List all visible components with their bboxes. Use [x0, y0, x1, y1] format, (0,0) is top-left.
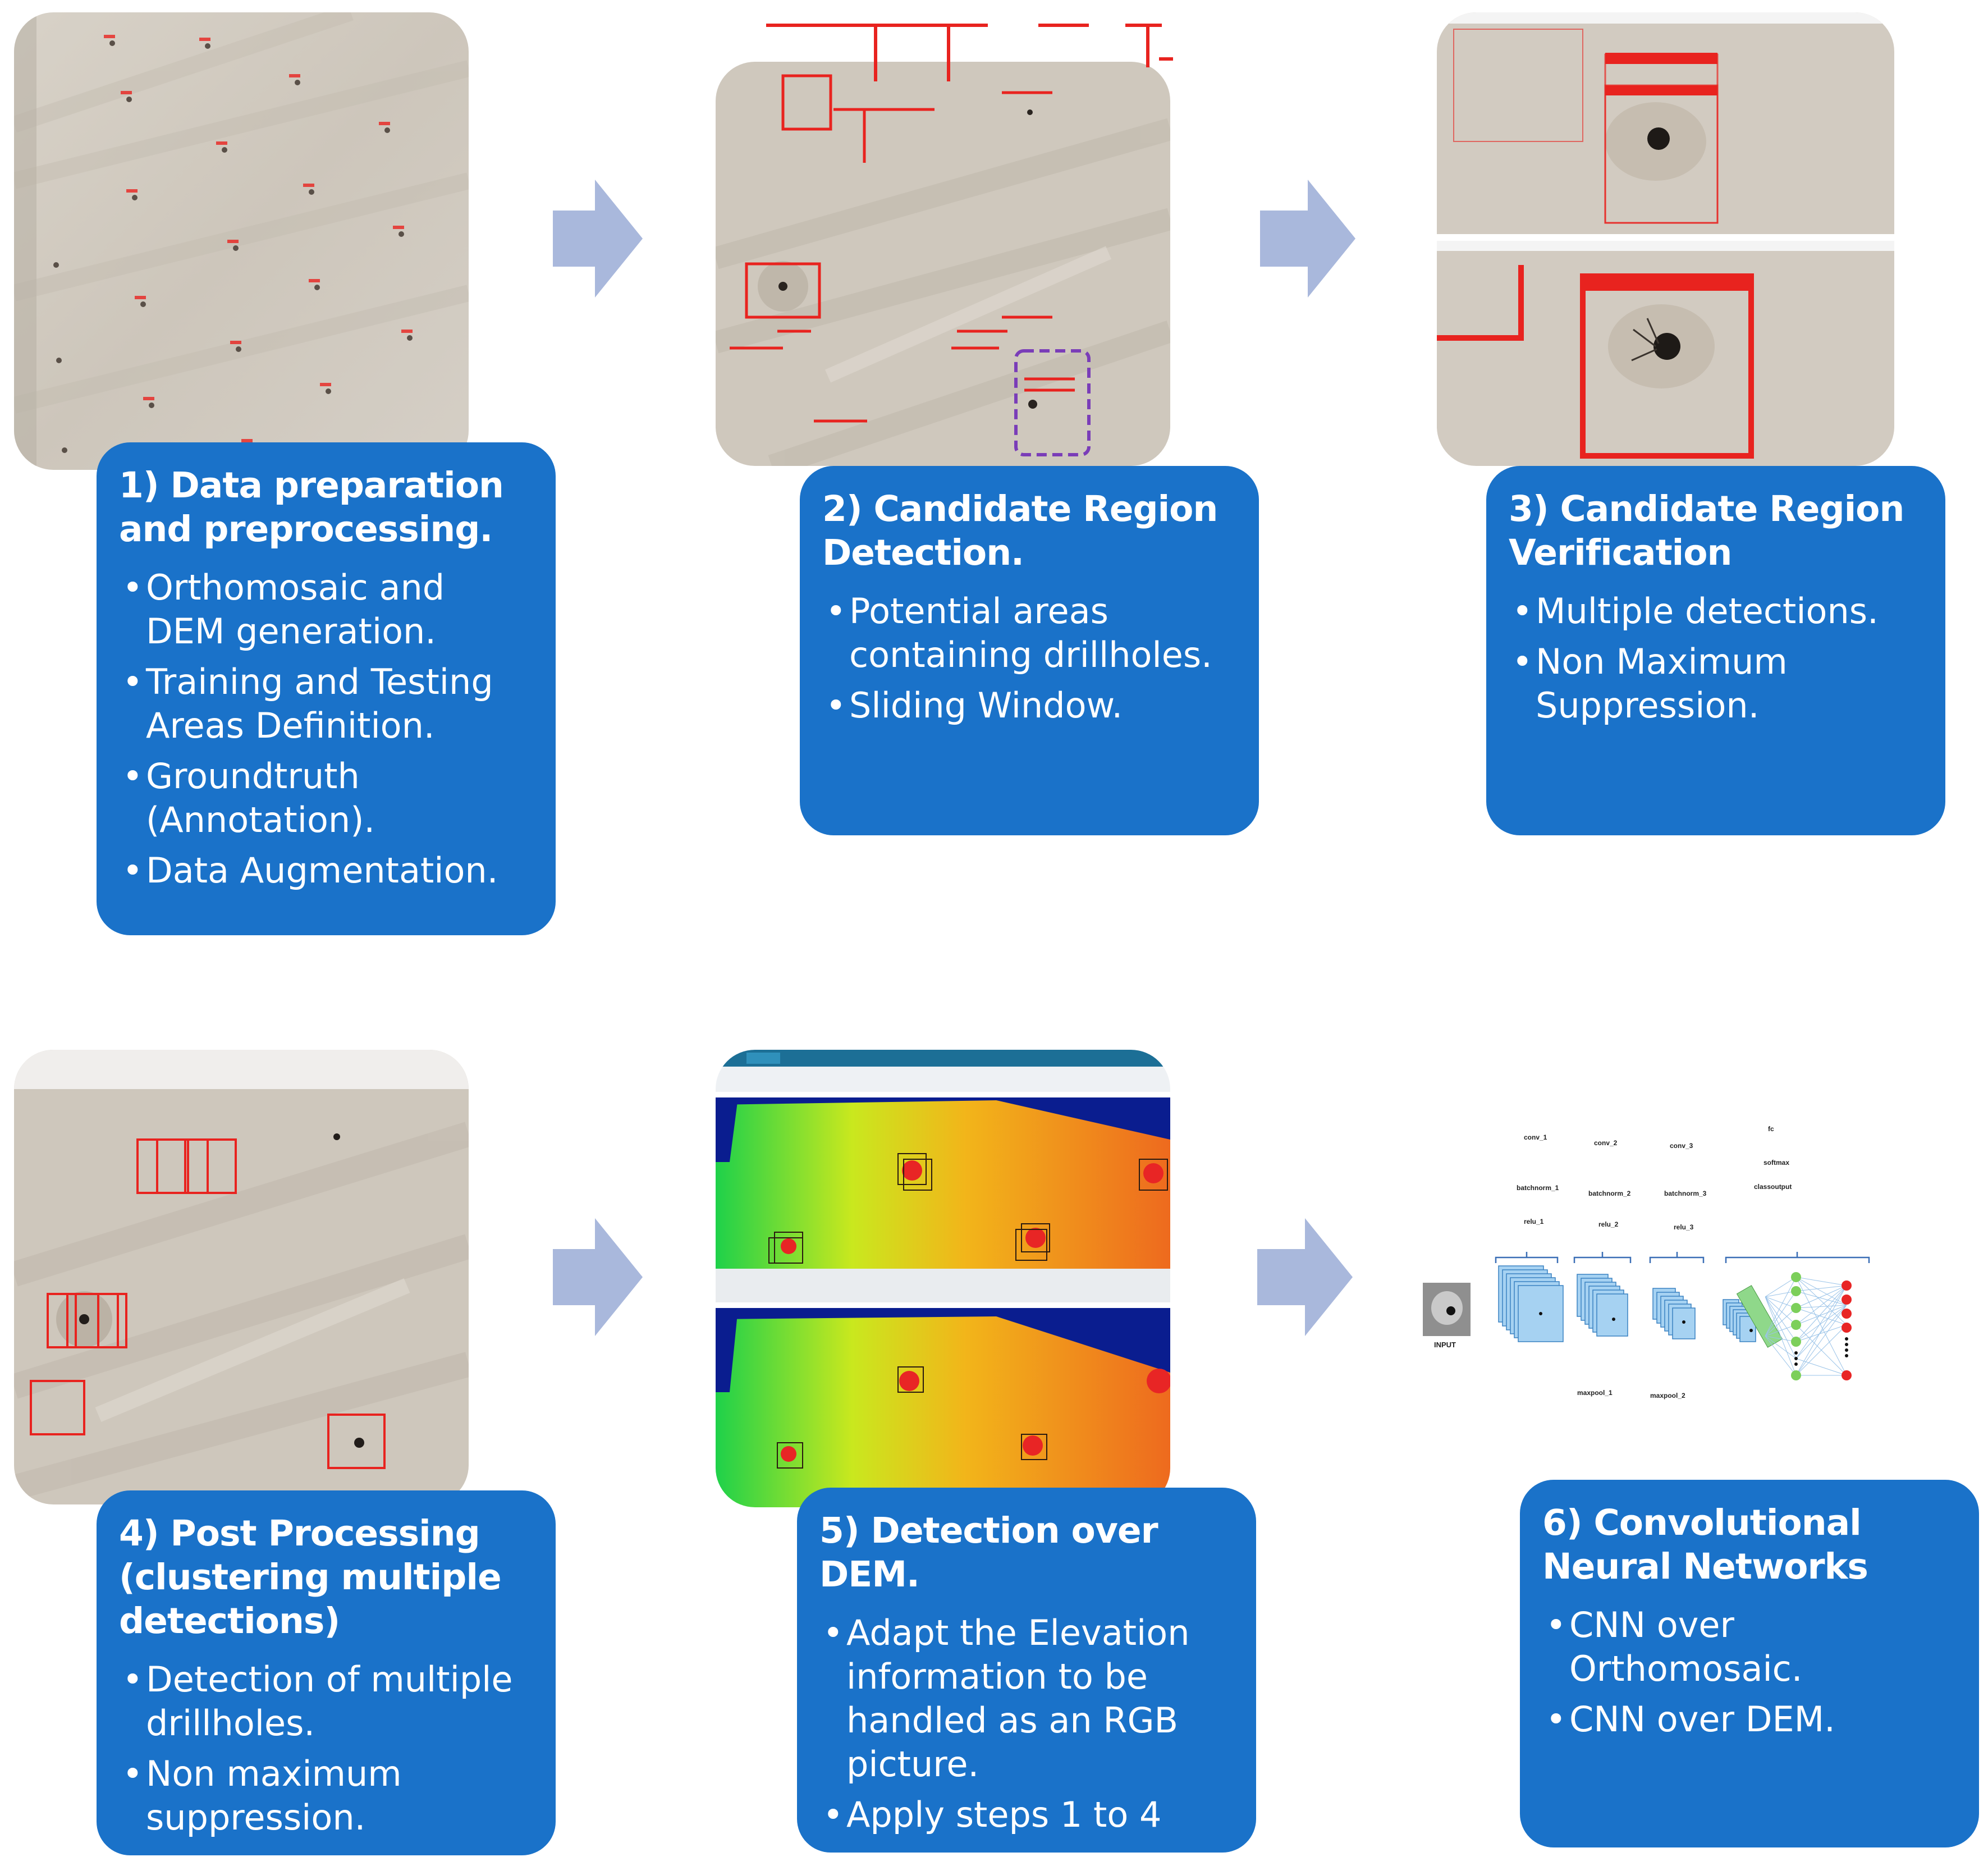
arrow-right-icon	[553, 180, 643, 298]
arrow-right-icon	[1260, 180, 1355, 298]
cnn-conv1-label: conv_1	[1524, 1133, 1547, 1141]
cnn-batchnorm1-label: batchnorm_1	[1517, 1184, 1559, 1192]
cnn-maxpool1-label: maxpool_1	[1577, 1389, 1613, 1397]
step-6-bullet: CNN over Orthomosaic.	[1542, 1603, 1957, 1691]
step-1-bullet: Data Augmentation.	[119, 849, 533, 893]
step-6-bullet: CNN over DEM.	[1542, 1698, 1957, 1741]
step-4-bullet: Detection of multiple drillholes.	[119, 1658, 533, 1745]
cnn-batchnorm3-label: batchnorm_3	[1664, 1190, 1707, 1197]
step-1-bullets: Orthomosaic and DEM generation. Training…	[119, 566, 533, 893]
step-6-card: 6) Convolutional Neural Networks CNN ove…	[1520, 1480, 1979, 1847]
arrow-right-icon	[1257, 1218, 1353, 1336]
cnn-batchnorm2-label: batchnorm_2	[1588, 1190, 1631, 1197]
step-4-title: 4) Post Processing (clustering multiple …	[119, 1513, 502, 1641]
cnn-softmax-label: softmax	[1763, 1159, 1789, 1167]
step-4-card: 4) Post Processing (clustering multiple …	[97, 1490, 556, 1855]
step-1-bullet: Training and Testing Areas Definition.	[119, 660, 533, 748]
step-3-bullet: Non Maximum Suppression.	[1509, 640, 1923, 728]
cnn-conv3-label: conv_3	[1670, 1142, 1693, 1150]
dem-detection-image	[716, 1050, 1170, 1507]
step-6-bullets: CNN over Orthomosaic. CNN over DEM.	[1542, 1603, 1957, 1741]
step-1-bullet: Groundtruth (Annotation).	[119, 754, 533, 842]
cnn-conv2-label: conv_2	[1594, 1139, 1618, 1147]
cnn-input-label: INPUT	[1434, 1341, 1456, 1349]
step-1-card: 1) Data preparation and preprocessing. O…	[97, 442, 556, 935]
step-2-bullet: Sliding Window.	[822, 684, 1236, 728]
cnn-relu2-label: relu_2	[1598, 1220, 1619, 1228]
step-2-title: 2) Candidate Region Detection.	[822, 488, 1218, 573]
cnn-fc-label: fc	[1768, 1125, 1774, 1133]
post-processing-image	[14, 1050, 469, 1504]
step-1-bullet: Orthomosaic and DEM generation.	[119, 566, 533, 653]
step-4-bullet: Non maximum suppression.	[119, 1752, 533, 1840]
step-4-bullets: Detection of multiple drillholes. Non ma…	[119, 1658, 533, 1840]
step-3-card: 3) Candidate Region Verification Multipl…	[1486, 466, 1945, 835]
step-3-bullet: Multiple detections.	[1509, 589, 1923, 633]
verification-image	[1437, 12, 1894, 466]
step-2-bullet: Potential areas containing drillholes.	[822, 589, 1236, 677]
cnn-relu3-label: relu_3	[1674, 1223, 1694, 1231]
cnn-relu1-label: relu_1	[1524, 1218, 1544, 1225]
step-3-bullets: Multiple detections. Non Maximum Suppres…	[1509, 589, 1923, 728]
step-5-bullet: Adapt the Elevation information to be ha…	[819, 1611, 1234, 1786]
step-5-bullets: Adapt the Elevation information to be ha…	[819, 1611, 1234, 1837]
step-1-title: 1) Data preparation and preprocessing.	[119, 465, 504, 550]
arrow-right-icon	[553, 1218, 643, 1336]
step-6-title: 6) Convolutional Neural Networks	[1542, 1502, 1868, 1587]
step-2-bullets: Potential areas containing drillholes. S…	[822, 589, 1236, 728]
cnn-maxpool2-label: maxpool_2	[1650, 1392, 1685, 1400]
sliding-window-image	[716, 62, 1170, 466]
step-5-bullet: Apply steps 1 to 4	[819, 1793, 1234, 1837]
step-2-card: 2) Candidate Region Detection. Potential…	[800, 466, 1259, 835]
step-3-title: 3) Candidate Region Verification	[1509, 488, 1904, 573]
step-5-card: 5) Detection over DEM. Adapt the Elevati…	[797, 1488, 1256, 1853]
orthomosaic-image	[14, 12, 469, 470]
step-5-title: 5) Detection over DEM.	[819, 1510, 1158, 1595]
cnn-architecture-diagram: INPUT conv_1 conv_2 conv_3 fc softmax cl…	[1420, 1123, 1886, 1443]
sliding-window-top-lines	[766, 24, 1173, 81]
cnn-classoutput-label: classoutput	[1754, 1183, 1792, 1191]
